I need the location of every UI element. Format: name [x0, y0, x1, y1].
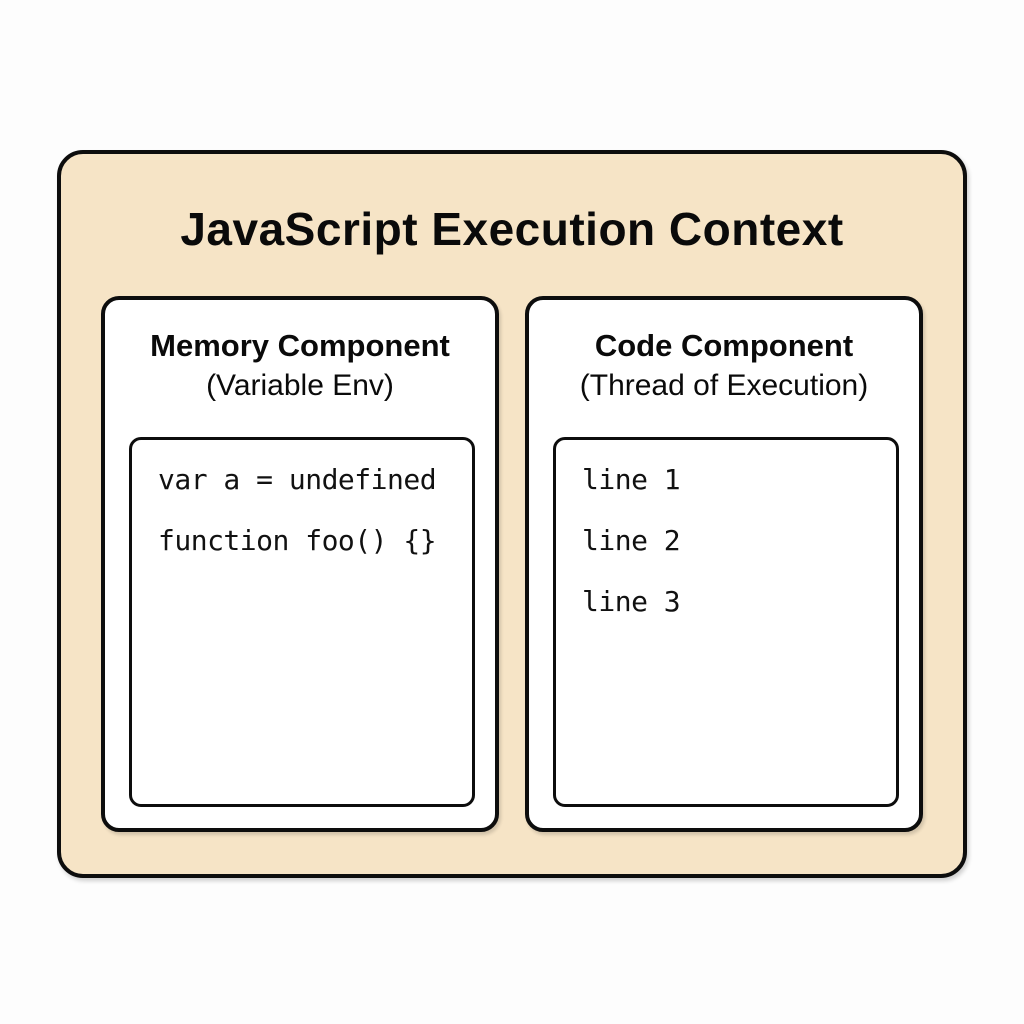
- memory-code-line: function foo() {}: [158, 524, 437, 557]
- code-line: line 3: [582, 585, 681, 618]
- code-line: line 1: [582, 463, 681, 496]
- diagram-title: JavaScript Execution Context: [180, 203, 844, 255]
- memory-panel-title: Memory Component: [150, 328, 450, 363]
- code-component-panel: Code Component (Thread of Execution) lin…: [525, 296, 923, 832]
- component-panels-row: Memory Component (Variable Env) var a = …: [101, 296, 923, 832]
- code-panel-title: Code Component: [594, 328, 854, 363]
- memory-code-line: var a = undefined: [158, 463, 437, 496]
- memory-variables-box: var a = undefined function foo() {}: [129, 437, 475, 807]
- code-line: line 2: [582, 524, 681, 557]
- memory-panel-subtitle: (Variable Env): [206, 369, 394, 403]
- execution-context-box: JavaScript Execution Context Memory Comp…: [57, 150, 967, 878]
- memory-component-panel: Memory Component (Variable Env) var a = …: [101, 296, 499, 832]
- code-lines-box: line 1 line 2 line 3: [553, 437, 899, 807]
- code-panel-subtitle: (Thread of Execution): [579, 369, 869, 403]
